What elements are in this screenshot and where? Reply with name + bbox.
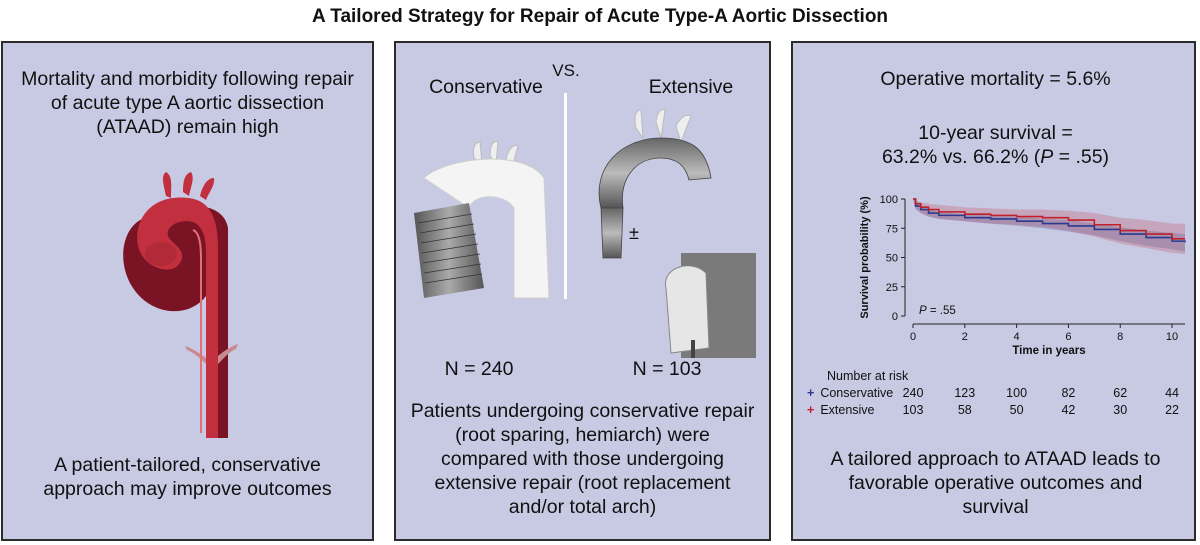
risk-cell: 240 [902,386,924,400]
risk-table-header: Number at risk [827,369,909,383]
n-extensive: N = 103 [632,358,702,380]
x-tick-label: 2 [962,331,968,343]
risk-cell: 123 [954,386,976,400]
x-tick-label: 8 [1117,331,1123,343]
risk-cell: 103 [902,403,924,417]
risk-cell: 100 [1006,386,1028,400]
risk-cell: 22 [1165,403,1179,417]
proposal-statement: A patient-tailored, conservative approac… [43,454,332,500]
risk-cell: 62 [1113,386,1128,400]
ci-band-conservative [913,199,1185,252]
y-tick-label: 100 [880,194,898,206]
y-tick-label: 50 [886,253,898,265]
n-conservative: N = 240 [444,358,514,380]
extensive-repair-illustration [598,109,756,358]
panel-results: Operative mortality = 5.6% 10-year survi… [791,41,1196,541]
aorta-illustration [123,172,238,438]
risk-cell: 50 [1009,403,1024,417]
panel-problem: Mortality and morbidity following repair… [1,41,374,541]
x-tick-label: 6 [1065,331,1071,343]
y-tick-label: 0 [892,311,898,323]
risk-row-label-conservative: +Conservative [807,386,894,400]
extensive-label: Extensive [648,76,734,98]
p-value-annotation: P = .55 [919,305,956,317]
survival-line-2: 63.2% vs. 66.2% (P = .55) [881,146,1110,168]
risk-cell: 58 [957,403,972,417]
problem-statement: Mortality and morbidity following repair… [21,68,354,138]
x-tick-label: 10 [1166,331,1178,343]
survival-line-1: 10-year survival = [918,122,1073,144]
risk-cell: 82 [1061,386,1076,400]
x-axis-label: Time in years [1012,345,1085,357]
conservative-label: Conservative [429,76,543,98]
operative-mortality: Operative mortality = 5.6% [880,68,1111,90]
y-tick-label: 25 [886,282,898,294]
ci-band-extensive [913,199,1185,254]
x-tick-label: 0 [910,331,916,343]
comparison-description: Patients undergoing conservative repair … [410,400,755,518]
conservative-repair-illustration [414,141,550,299]
conclusion-statement: A tailored approach to ATAAD leads to fa… [830,448,1161,518]
comparison-divider [564,93,567,299]
risk-cell: 44 [1165,386,1179,400]
survival-line-conservative [913,198,1186,243]
x-tick-label: 4 [1014,331,1020,343]
y-tick-label: 75 [886,223,898,235]
y-axis-label: Survival probability (%) [859,196,871,319]
panel-comparison: VS. Conservative Extensive [394,41,771,541]
risk-cell: 42 [1061,403,1076,417]
risk-row-label-extensive: +Extensive [807,403,875,417]
vs-label: VS. [552,61,580,80]
risk-cell: 30 [1113,403,1128,417]
figure-title: A Tailored Strategy for Repair of Acute … [311,6,889,27]
plus-minus-symbol: ± [629,223,639,243]
survival-line-extensive [913,198,1185,240]
